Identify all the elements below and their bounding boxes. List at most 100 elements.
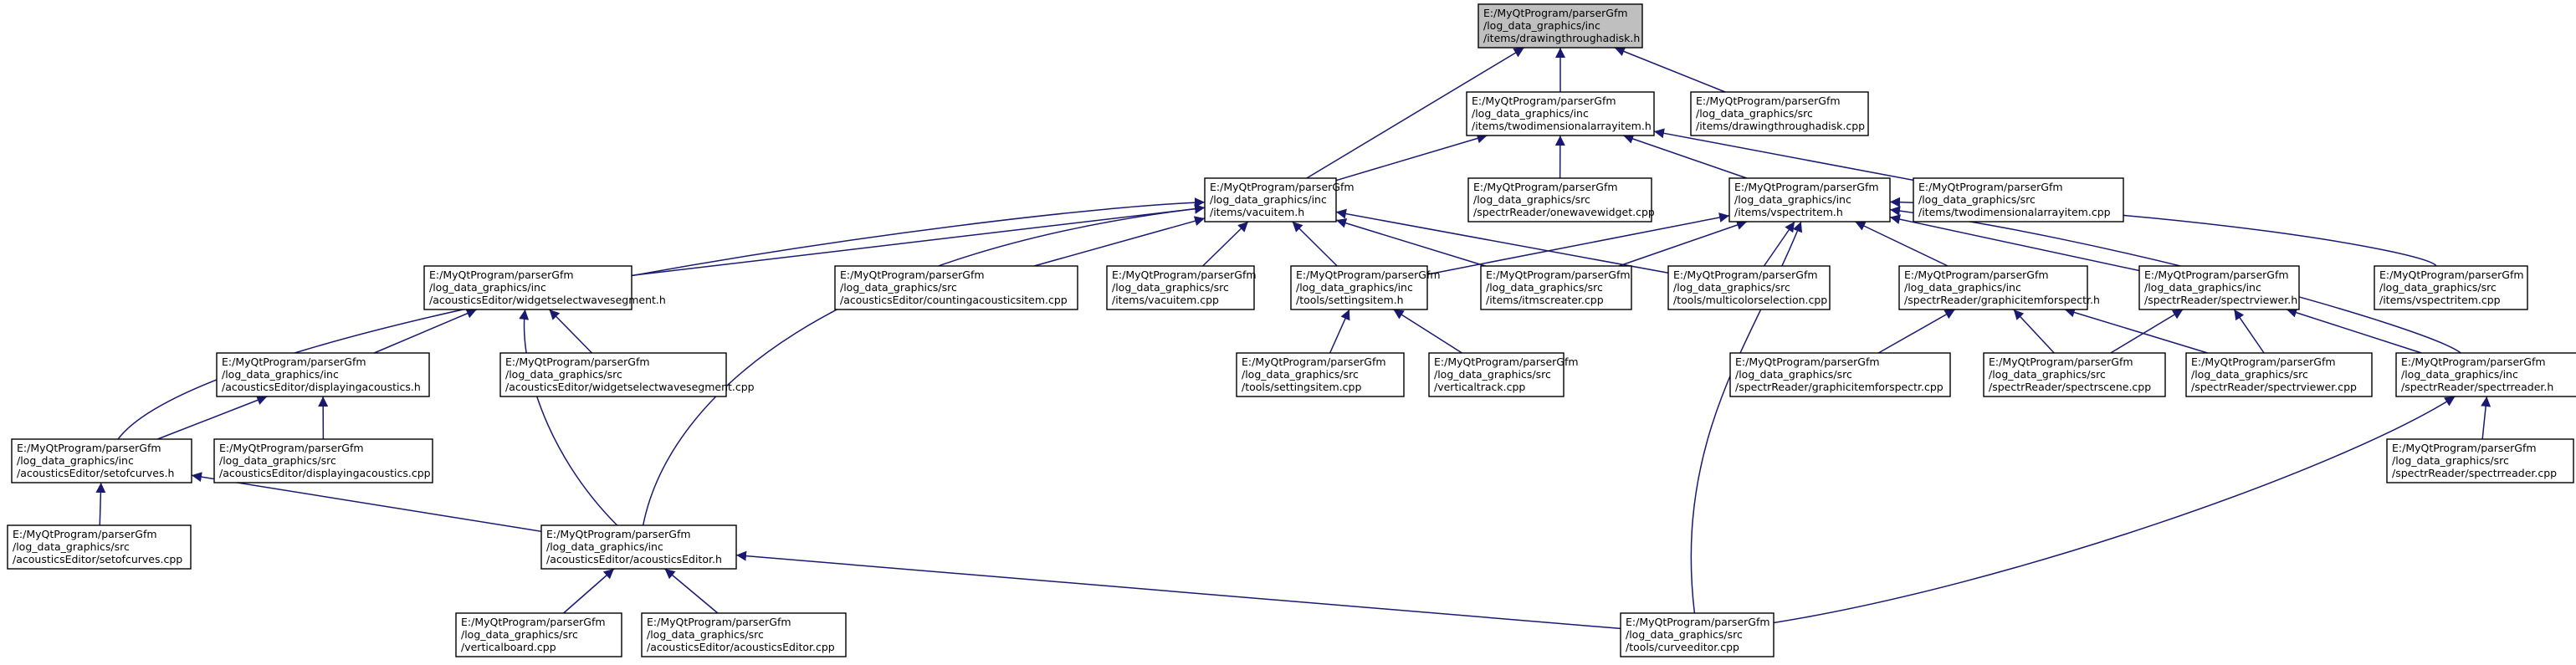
node-label-line: /spectrReader/spectrviewer.h [2144,294,2297,306]
node-curveeditor_cpp[interactable]: E:/MyQtProgram/parserGfm/log_data_graphi… [1620,612,1775,657]
node-label-line: /log_data_graphics/inc [1734,193,1851,206]
node-settingsitem_h[interactable]: E:/MyQtProgram/parserGfm/log_data_graphi… [1290,265,1441,310]
edge-counting_cpp-to-vacuitem_h [1033,216,1206,267]
node-label-line: E:/MyQtProgram/parserGfm [2191,356,2336,368]
node-label-line: /items/drawingthroughadisk.h [1483,32,1640,44]
node-acousticseditor_h[interactable]: E:/MyQtProgram/parserGfm/log_data_graphi… [540,524,737,570]
node-label-line: /acousticsEditor/widgetselectwavesegment… [505,381,755,393]
node-box [2185,352,2373,397]
edge-vacuitem_cpp-to-vacuitem_h [1202,221,1249,267]
node-label-line: /log_data_graphics/src [1735,368,1852,381]
edge-itmscreater_cpp-to-vacuitem_h [1335,217,1486,267]
node-label-line: E:/MyQtProgram/parserGfm [1626,616,1770,628]
node-label-line: /log_data_graphics/src [505,368,622,381]
node-verticalboard_cpp[interactable]: E:/MyQtProgram/parserGfm/log_data_graphi… [455,612,622,657]
node-spectrviewer_h[interactable]: E:/MyQtProgram/parserGfm/log_data_graphi… [2138,265,2300,310]
node-label-line: /spectrReader/spectrreader.cpp [2392,467,2557,479]
node-label-line: E:/MyQtProgram/parserGfm [647,616,791,628]
edge-setofcurves_h-to-displaying_h [156,395,268,440]
node-label-line: /acousticsEditor/acousticsEditor.h [546,553,722,565]
node-graphicitem_cpp[interactable]: E:/MyQtProgram/parserGfm/log_data_graphi… [1729,352,1951,397]
node-label-line: E:/MyQtProgram/parserGfm [222,356,366,368]
node-label-line: /acousticsEditor/widgetselectwavesegment… [429,294,666,306]
node-label-line: E:/MyQtProgram/parserGfm [840,269,985,281]
node-widgetsel_h[interactable]: E:/MyQtProgram/parserGfm/log_data_graphi… [423,265,666,310]
edge-spectrreader_h-to-spectrviewer_h [2286,307,2422,354]
node-box [2138,265,2300,310]
node-label-line: /log_data_graphics/src [1486,281,1603,294]
node-label-line: /spectrReader/spectrscene.cpp [1989,381,2151,393]
node-counting_cpp[interactable]: E:/MyQtProgram/parserGfm/log_data_graphi… [834,265,1078,310]
node-box [2386,438,2574,483]
edge-spectrscene_cpp-to-graphicitem_h [2013,309,2055,354]
node-label-line: /acousticsEditor/acousticsEditor.cpp [647,641,835,653]
node-label-line: E:/MyQtProgram/parserGfm [1242,356,1386,368]
node-label-line: /log_data_graphics/inc [17,454,134,467]
node-box [216,352,430,397]
node-label-line: /log_data_graphics/inc [1296,281,1413,294]
node-vspectr_h[interactable]: E:/MyQtProgram/parserGfm/log_data_graphi… [1728,177,1891,223]
edge-settingsitem_h-to-vacuitem_h [1292,221,1338,267]
node-vacuitem_h[interactable]: E:/MyQtProgram/parserGfm/log_data_graphi… [1204,177,1355,223]
node-label-line: E:/MyQtProgram/parserGfm [505,356,650,368]
node-graphicitem_h[interactable]: E:/MyQtProgram/parserGfm/log_data_graphi… [1898,265,2100,310]
edge-acousticseditor_h-to-vacuitem_h [642,203,1206,526]
node-label-line: /log_data_graphics/inc [2144,281,2261,294]
node-label-line: /items/vspectritem.cpp [2379,294,2501,306]
node-box [540,524,737,570]
node-setofcurves_cpp[interactable]: E:/MyQtProgram/parserGfm/log_data_graphi… [7,524,192,570]
node-label-line: /log_data_graphics/src [2191,368,2308,381]
node-settingsitem_cpp[interactable]: E:/MyQtProgram/parserGfm/log_data_graphi… [1236,352,1405,397]
node-displaying_cpp[interactable]: E:/MyQtProgram/parserGfm/log_data_graphi… [213,438,433,483]
node-twodim_cpp[interactable]: E:/MyQtProgram/parserGfm/log_data_graphi… [1913,177,2124,223]
node-twodim_h[interactable]: E:/MyQtProgram/parserGfm/log_data_graphi… [1466,91,1655,136]
node-label-line: E:/MyQtProgram/parserGfm [2144,269,2289,281]
node-drawdisk_cpp[interactable]: E:/MyQtProgram/parserGfm/log_data_graphi… [1690,91,1869,136]
node-box [1477,3,1643,49]
node-label-line: /acousticsEditor/countingacousticsitem.c… [840,294,1068,306]
node-box [455,612,622,657]
edge-multicolor_cpp-to-vacuitem_h [1335,208,1669,274]
edge-drawdisk_cpp-to-root [1614,46,1726,93]
node-spectrscene_cpp[interactable]: E:/MyQtProgram/parserGfm/log_data_graphi… [1983,352,2166,397]
node-label-line: /log_data_graphics/inc [429,281,546,294]
node-root[interactable]: E:/MyQtProgram/parserGfm/log_data_graphi… [1477,3,1643,49]
node-label-line: E:/MyQtProgram/parserGfm [1296,269,1441,281]
node-label-line: /log_data_graphics/inc [222,368,339,381]
edge-widgetsel_h-to-vacuitem_h [631,203,1206,277]
node-label-line: E:/MyQtProgram/parserGfm [2379,269,2524,281]
node-label-line: /spectrReader/spectrviewer.cpp [2191,381,2357,393]
node-label-line: E:/MyQtProgram/parserGfm [17,442,161,454]
node-label-line: /tools/curveeditor.cpp [1626,641,1739,653]
node-vspectr_cpp[interactable]: E:/MyQtProgram/parserGfm/log_data_graphi… [2374,265,2528,310]
node-vacuitem_cpp[interactable]: E:/MyQtProgram/parserGfm/log_data_graphi… [1106,265,1257,310]
node-label-line: /log_data_graphics/inc [1210,193,1327,206]
node-spectrviewer_cpp[interactable]: E:/MyQtProgram/parserGfm/log_data_graphi… [2185,352,2373,397]
node-label-line: E:/MyQtProgram/parserGfm [1918,181,2063,193]
node-spectrreader_h[interactable]: E:/MyQtProgram/parserGfm/log_data_graphi… [2395,352,2576,397]
node-spectrreader_cpp[interactable]: E:/MyQtProgram/parserGfm/log_data_graphi… [2386,438,2574,483]
node-box [1467,177,1652,223]
node-multicolor_cpp[interactable]: E:/MyQtProgram/parserGfm/log_data_graphi… [1667,265,1831,310]
node-itmscreater_cpp[interactable]: E:/MyQtProgram/parserGfm/log_data_graphi… [1480,265,1632,310]
node-box [499,352,727,397]
node-box [1106,265,1255,310]
node-onewave_cpp[interactable]: E:/MyQtProgram/parserGfm/log_data_graphi… [1467,177,1655,223]
node-label-line: /tools/settingsitem.h [1296,294,1404,306]
node-label-line: /log_data_graphics/src [1242,368,1359,381]
node-setofcurves_h[interactable]: E:/MyQtProgram/parserGfm/log_data_graphi… [11,438,192,483]
node-label-line: /log_data_graphics/src [1473,193,1590,206]
node-label-line: /acousticsEditor/displayingacoustics.h [222,381,421,393]
node-label-line: /log_data_graphics/inc [1472,107,1589,120]
node-label-line: /items/vspectritem.h [1734,206,1843,218]
node-label-line: /spectrReader/graphicitemforspectr.h [1904,294,2100,306]
node-box [2374,265,2528,310]
node-displaying_h[interactable]: E:/MyQtProgram/parserGfm/log_data_graphi… [216,352,430,397]
node-box [834,265,1078,310]
node-label-line: E:/MyQtProgram/parserGfm [219,442,364,454]
edge-graphicitem_cpp-to-graphicitem_h [1877,309,1956,354]
node-acousticseditor_cpp[interactable]: E:/MyQtProgram/parserGfm/log_data_graphi… [641,612,847,657]
node-verticaltrack_cpp[interactable]: E:/MyQtProgram/parserGfm/log_data_graphi… [1428,352,1579,397]
node-widgetsel_cpp[interactable]: E:/MyQtProgram/parserGfm/log_data_graphi… [499,352,755,397]
